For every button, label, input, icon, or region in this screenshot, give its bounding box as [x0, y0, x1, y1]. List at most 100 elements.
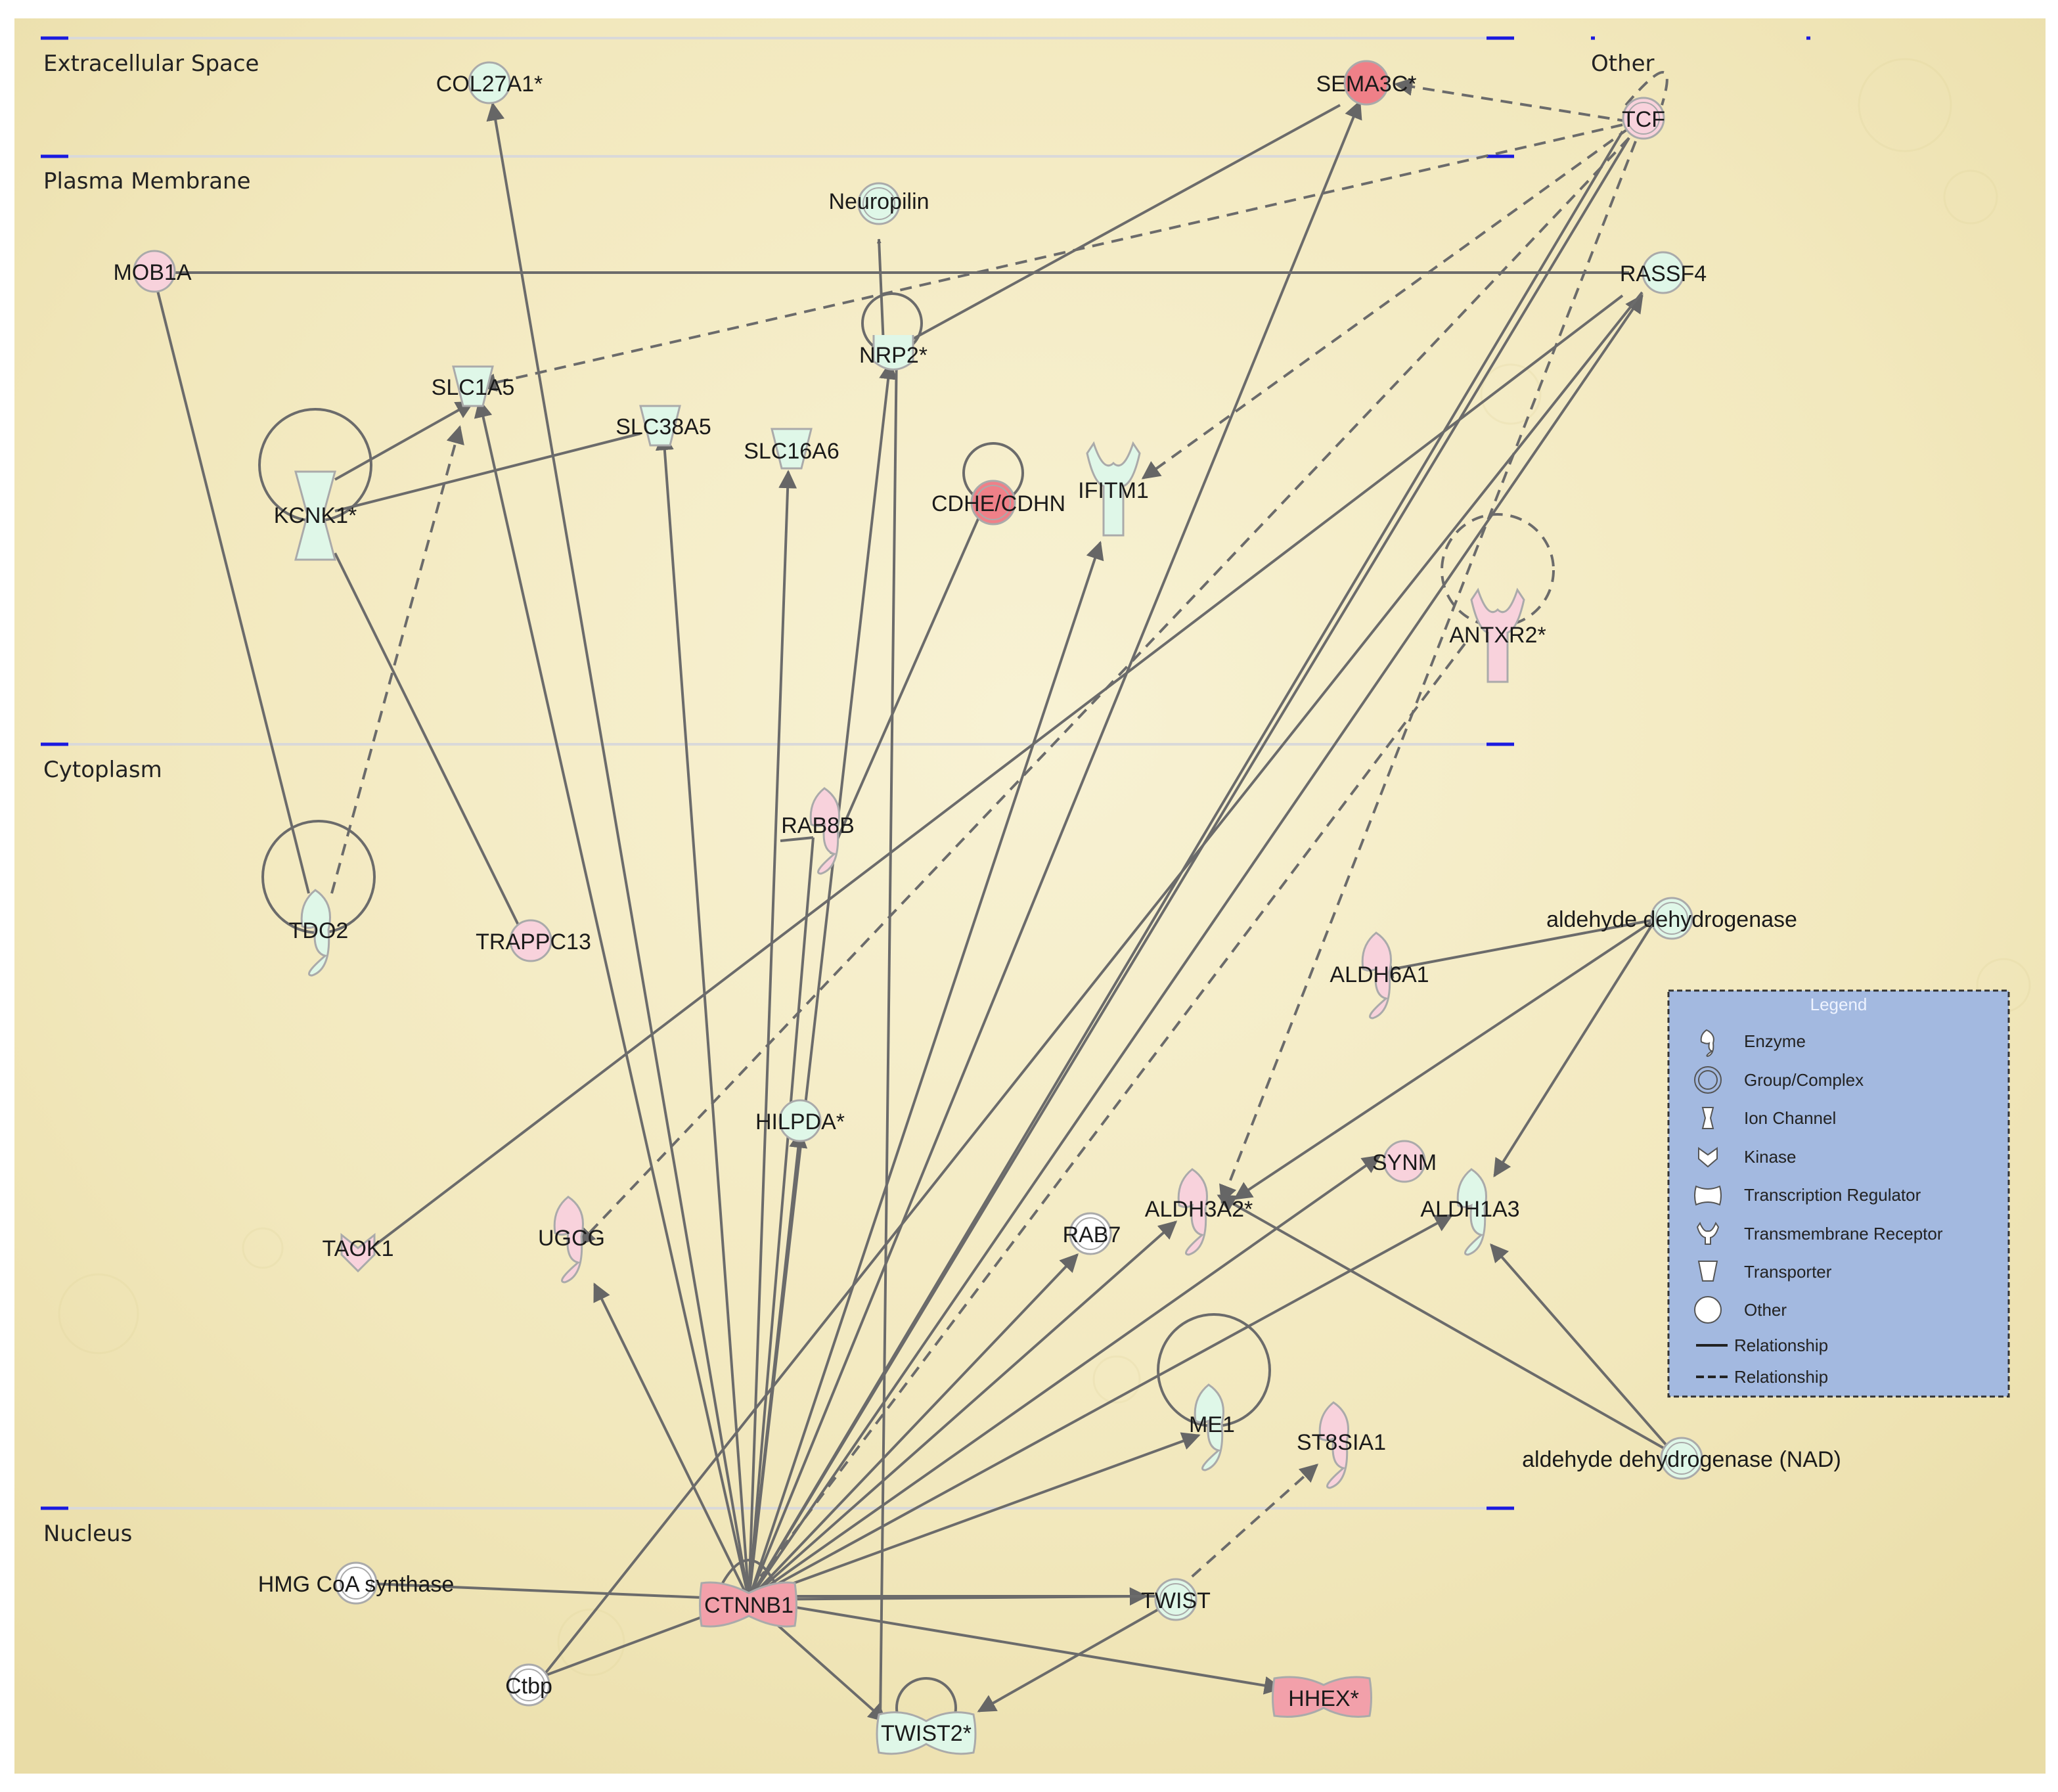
node-hilpda[interactable]: HILPDA* [755, 1099, 845, 1142]
legend-item-relationship-solid: Relationship [1696, 1335, 1828, 1355]
node-nrp2[interactable]: NRP2* [859, 335, 928, 370]
node-label: ALDH6A1 [1330, 962, 1429, 987]
node-label: TRAPPC13 [476, 930, 591, 954]
node-label: NRP2* [859, 343, 928, 368]
node-label: aldehyde dehydrogenase (NAD) [1522, 1447, 1841, 1472]
node-ugcg[interactable]: UGCG [538, 1196, 605, 1284]
legend-item-transcription-regulator: Transcription Regulator [1694, 1185, 1921, 1206]
node-ctbp[interactable]: Ctbp [505, 1663, 552, 1707]
node-label: Neuropilin [828, 189, 929, 214]
node-mob1a[interactable]: MOB1A [113, 250, 192, 293]
node-label: SLC16A6 [744, 439, 839, 464]
legend-label: Transporter [1744, 1262, 1832, 1282]
node-label: Ctbp [505, 1674, 552, 1699]
node-taok1[interactable]: TAOK1 [323, 1232, 394, 1273]
node-twist[interactable]: TWIST [1141, 1578, 1211, 1621]
node-label: RAB7 [1063, 1222, 1121, 1247]
node-tdo2[interactable]: TDO2 [289, 889, 349, 977]
legend-item-kinase: Kinase [1698, 1147, 1797, 1168]
node-hmg-coa-synthase[interactable]: HMG CoA synthase [258, 1561, 455, 1605]
legend-label: Other [1744, 1300, 1787, 1320]
node-tcf[interactable]: TCF [1622, 97, 1665, 140]
node-rab8b[interactable]: RAB8B [781, 787, 855, 875]
node-twist2[interactable]: TWIST2* [876, 1711, 977, 1755]
legend-item-ion-channel: Ion Channel [1701, 1107, 1836, 1129]
node-slc38a5[interactable]: SLC38A5 [615, 405, 711, 447]
node-aldehyde-dehydrogenase-nad[interactable]: aldehyde dehydrogenase (NAD) [1522, 1437, 1841, 1480]
node-label: ANTXR2* [1449, 623, 1546, 648]
node-slc1a5[interactable]: SLC1A5 [432, 365, 515, 407]
node-slc16a6[interactable]: SLC16A6 [744, 428, 839, 470]
node-antxr2[interactable]: ANTXR2* [1449, 587, 1546, 683]
legend-item-other: Other [1694, 1296, 1787, 1324]
legend-label: Group/Complex [1744, 1070, 1864, 1090]
enzyme-icon [1700, 1029, 1714, 1058]
node-label: TAOK1 [323, 1236, 394, 1261]
node-label: HILPDA* [755, 1109, 845, 1134]
legend-label: Enzyme [1744, 1031, 1806, 1051]
transporter-icon [1697, 1261, 1718, 1282]
transcription-regulator-icon [1694, 1185, 1722, 1206]
edges-solid [154, 100, 1682, 1722]
legend-title: Legend [1810, 995, 1868, 1014]
node-label: IFITM1 [1078, 478, 1149, 503]
node-rab7[interactable]: RAB7 [1063, 1212, 1121, 1255]
node-hhex[interactable]: HHEX* [1272, 1676, 1372, 1718]
region-extracellular: Extracellular Space [43, 51, 259, 77]
legend-item-group: Group/Complex [1694, 1066, 1864, 1094]
region-nucleus: Nucleus [43, 1521, 132, 1547]
node-sema3c[interactable]: SEMA3C* [1316, 60, 1417, 106]
legend-label: Kinase [1744, 1147, 1797, 1167]
transmembrane-receptor-icon [1696, 1221, 1720, 1245]
node-trappc13[interactable]: TRAPPC13 [476, 919, 591, 962]
ion-channel-icon [1701, 1107, 1714, 1129]
region-markers [41, 36, 1810, 1510]
legend: Legend Enzyme Group/Complex Ion Channel … [1667, 989, 2010, 1398]
node-aldh3a2[interactable]: ALDH3A2* [1145, 1168, 1253, 1256]
node-st8sia1[interactable]: ST8SIA1 [1297, 1401, 1386, 1489]
legend-label: Relationship [1734, 1367, 1828, 1387]
node-ifitm1[interactable]: IFITM1 [1078, 441, 1149, 537]
node-label: SLC1A5 [432, 375, 515, 400]
node-label: SLC38A5 [615, 414, 711, 439]
legend-item-enzyme: Enzyme [1700, 1029, 1806, 1058]
node-aldh1a3[interactable]: ALDH1A3 [1420, 1168, 1520, 1256]
node-synm[interactable]: SYNM [1372, 1140, 1437, 1183]
node-rassf4[interactable]: RASSF4 [1620, 251, 1707, 294]
node-me1[interactable]: ME1 [1189, 1383, 1235, 1471]
node-label: SYNM [1372, 1150, 1437, 1175]
edges-dashed [330, 78, 1637, 1604]
legend-label: Transmembrane Receptor [1744, 1224, 1943, 1243]
node-aldehyde-dehydrogenase[interactable]: aldehyde dehydrogenase [1546, 897, 1797, 940]
node-label: UGCG [538, 1226, 605, 1251]
node-aldh6a1[interactable]: ALDH6A1 [1330, 931, 1429, 1019]
node-label: COL27A1* [436, 72, 543, 97]
node-label: TWIST [1141, 1588, 1211, 1613]
node-label: ME1 [1189, 1412, 1235, 1437]
node-label: RASSF4 [1620, 261, 1707, 286]
legend-item-transporter: Transporter [1697, 1261, 1832, 1282]
group-complex-icon [1694, 1066, 1722, 1094]
legend-item-transmembrane-receptor: Transmembrane Receptor [1696, 1221, 1943, 1245]
node-cdhe-cdhn[interactable]: CDHE/CDHN [931, 480, 1065, 526]
node-col27a1[interactable]: COL27A1* [436, 61, 543, 104]
region-other: Other [1591, 51, 1655, 77]
legend-label: Relationship [1734, 1335, 1828, 1355]
node-label: HMG CoA synthase [258, 1572, 455, 1597]
node-label: TDO2 [289, 918, 349, 943]
node-label: MOB1A [113, 260, 191, 285]
node-label: TWIST2* [881, 1721, 972, 1746]
node-neuropilin[interactable]: Neuropilin [828, 182, 929, 225]
region-plasma-membrane: Plasma Membrane [43, 168, 251, 194]
legend-box [1667, 989, 2010, 1398]
node-ctnnb1[interactable]: CTNNB1 [699, 1581, 797, 1628]
node-label: ALDH3A2* [1145, 1197, 1253, 1222]
node-label: HHEX* [1288, 1686, 1359, 1711]
node-kcnk1[interactable]: KCNK1* [274, 470, 357, 561]
legend-item-relationship-dashed: Relationship [1696, 1367, 1828, 1387]
node-label: CDHE/CDHN [931, 491, 1065, 516]
canvas-background [14, 18, 2046, 1774]
other-icon [1694, 1296, 1722, 1324]
